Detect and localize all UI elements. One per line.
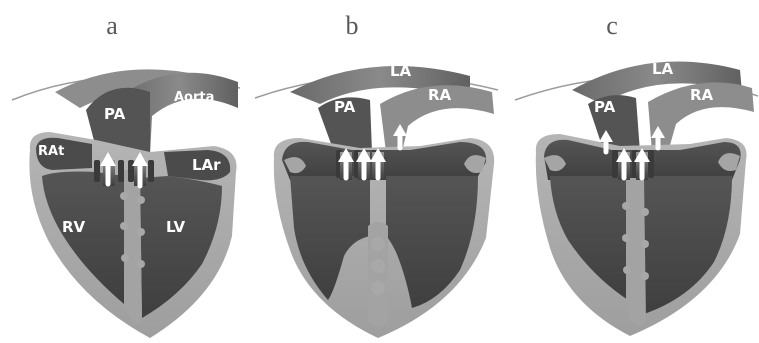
panel-c-label-ra: RA — [690, 86, 714, 104]
panel-c-label-pa: PA — [594, 98, 616, 116]
panel-b-letter: b — [346, 11, 359, 40]
panel-a-label-la: LAr — [192, 156, 221, 174]
panel-a-letter: a — [106, 11, 118, 40]
panel-c-letter: c — [606, 11, 618, 40]
panel-b-label-la: LA — [390, 62, 412, 80]
panel-c: c — [515, 11, 758, 336]
panel-a-label-pa: PA — [104, 105, 126, 123]
panel-c-septum — [626, 178, 646, 326]
panel-b: b — [255, 11, 498, 338]
panel-a-label-ra: RAt — [38, 144, 64, 159]
panel-a-label-rv: RV — [62, 218, 86, 236]
panel-b-label-ra: RA — [428, 86, 452, 104]
panel-a-label-lv: LV — [166, 218, 185, 236]
panel-b-septum-bumps — [371, 237, 385, 295]
panel-a: a — [12, 11, 240, 338]
panel-c-label-la: LA — [652, 60, 674, 78]
panel-b-label-pa: PA — [334, 98, 356, 116]
panel-a-label-aorta: Aorta — [174, 90, 214, 105]
